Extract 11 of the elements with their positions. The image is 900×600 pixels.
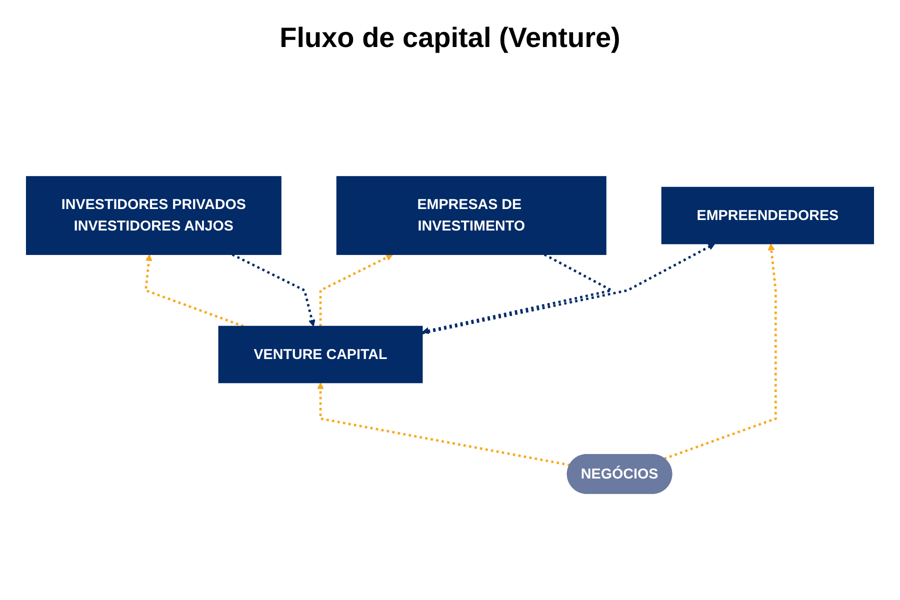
arrow — [422, 243, 716, 334]
node-box: VENTURE CAPITAL — [218, 326, 423, 384]
arrow — [317, 382, 570, 466]
arrow — [144, 254, 244, 328]
arrow — [319, 254, 394, 326]
node-box: EMPRESAS DE INVESTIMENTO — [336, 176, 606, 255]
title: Fluxo de capital (Venture) — [278, 22, 622, 54]
node-box: EMPREENDEDORES — [661, 186, 874, 244]
node-box: INVESTIDORES PRIVADOS INVESTIDORES ANJOS — [26, 176, 282, 255]
arrow — [232, 253, 316, 327]
arrow — [664, 243, 777, 460]
